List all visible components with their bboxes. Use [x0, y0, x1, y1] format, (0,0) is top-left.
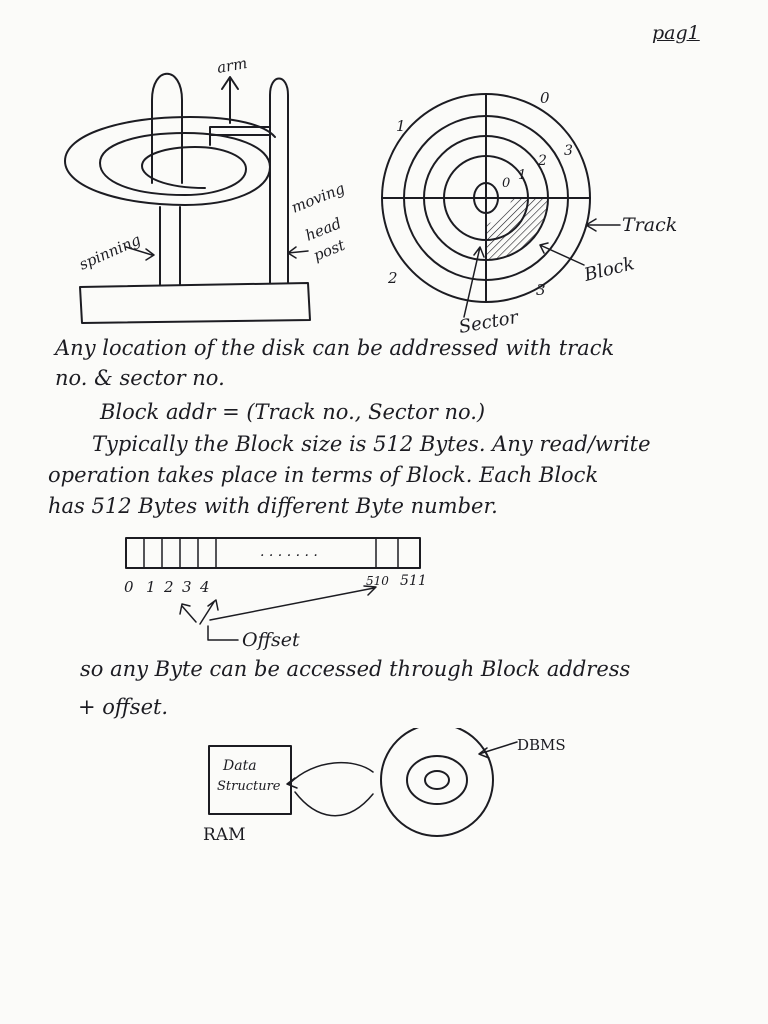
connector-bottom	[294, 791, 374, 817]
access-line-2: + offset.	[78, 695, 169, 719]
head-post	[269, 77, 289, 284]
byte-array-figure: . . . . . . . 0 1 2 3 4 510 511 Offset	[124, 537, 427, 651]
byte-label-510: 510	[366, 574, 389, 588]
disk-hub	[424, 770, 450, 790]
arm	[209, 126, 271, 146]
sector-num-outer-2: 2	[387, 269, 398, 287]
byte-label-1: 1	[146, 578, 156, 596]
sector-num-inner-3: 3	[564, 143, 573, 159]
byte-label-0: 0	[124, 578, 134, 596]
offset-arrow-left	[179, 603, 197, 623]
ram-box	[208, 745, 292, 815]
tracks-sectors-figure: 0 1 2 3 0 1 2 3 Track Block Sector	[381, 89, 677, 335]
sector-label: Sector	[457, 307, 521, 335]
spindle	[151, 72, 183, 184]
moving-label: moving	[289, 179, 347, 217]
byte-label-511: 511	[400, 573, 427, 589]
arm-label: arm	[216, 55, 249, 77]
paragraph-line-6: has 512 Bytes with different Byte number…	[48, 494, 498, 518]
sector-num-outer-0: 0	[540, 89, 550, 107]
byte-label-2: 2	[163, 578, 174, 596]
paragraph-line-5: operation takes place in terms of Block.…	[48, 463, 599, 487]
platter-spiral	[64, 116, 276, 206]
access-line-1: so any Byte can be accessed through Bloc…	[80, 657, 631, 681]
box-line-2: Structure	[217, 779, 281, 794]
block-arrow	[539, 242, 585, 266]
paragraph-line-1: Any location of the disk can be addresse…	[55, 336, 615, 360]
page-number: pag1	[652, 22, 700, 44]
offset-arrow-mid	[199, 599, 219, 625]
ram-dbms-figure: Data Structure RAM DBMS	[203, 728, 566, 845]
spinning-arrow	[125, 246, 155, 261]
box-line-1: Data	[222, 758, 257, 774]
byte-label-4: 4	[199, 578, 210, 596]
sector-num-outer-3: 3	[536, 281, 546, 299]
track-arrow	[585, 218, 621, 232]
moving-arrow	[287, 246, 309, 259]
block-label: Block	[581, 253, 636, 286]
offset-label: Offset	[242, 629, 300, 651]
paragraph-line-2: no. & sector no.	[55, 366, 225, 390]
base	[79, 282, 311, 324]
sector-num-inner-2: 2	[537, 153, 547, 169]
dbms-label: DBMS	[517, 736, 566, 754]
connector-arrow	[286, 777, 298, 789]
connector-top	[288, 761, 374, 785]
sector-num-inner-0: 0	[502, 176, 510, 191]
offset-bracket	[207, 625, 239, 641]
paragraph-line-4: Typically the Block size is 512 Bytes. A…	[92, 432, 651, 456]
paragraph-line-3: Block addr = (Track no., Sector no.)	[100, 400, 486, 424]
offset-arrow-right	[209, 585, 377, 621]
byte-label-3: 3	[182, 578, 192, 596]
spinning-label: spinning	[76, 231, 143, 274]
block-region	[486, 198, 548, 260]
byte-dots: . . . . . . .	[260, 544, 318, 560]
ram-label: RAM	[203, 825, 245, 845]
track-label: Track	[622, 214, 677, 236]
sector-arrow	[463, 246, 485, 318]
byte-array-box	[125, 537, 421, 569]
sector-num-outer-1: 1	[396, 117, 406, 135]
arm-arrow-head	[221, 76, 239, 90]
disk-middle	[406, 755, 468, 805]
disk-spindle-figure: arm moving head post spinning	[64, 55, 348, 324]
disk-outer	[380, 728, 494, 837]
dbms-arrow	[478, 741, 518, 759]
sector-num-inner-1: 1	[518, 168, 526, 183]
